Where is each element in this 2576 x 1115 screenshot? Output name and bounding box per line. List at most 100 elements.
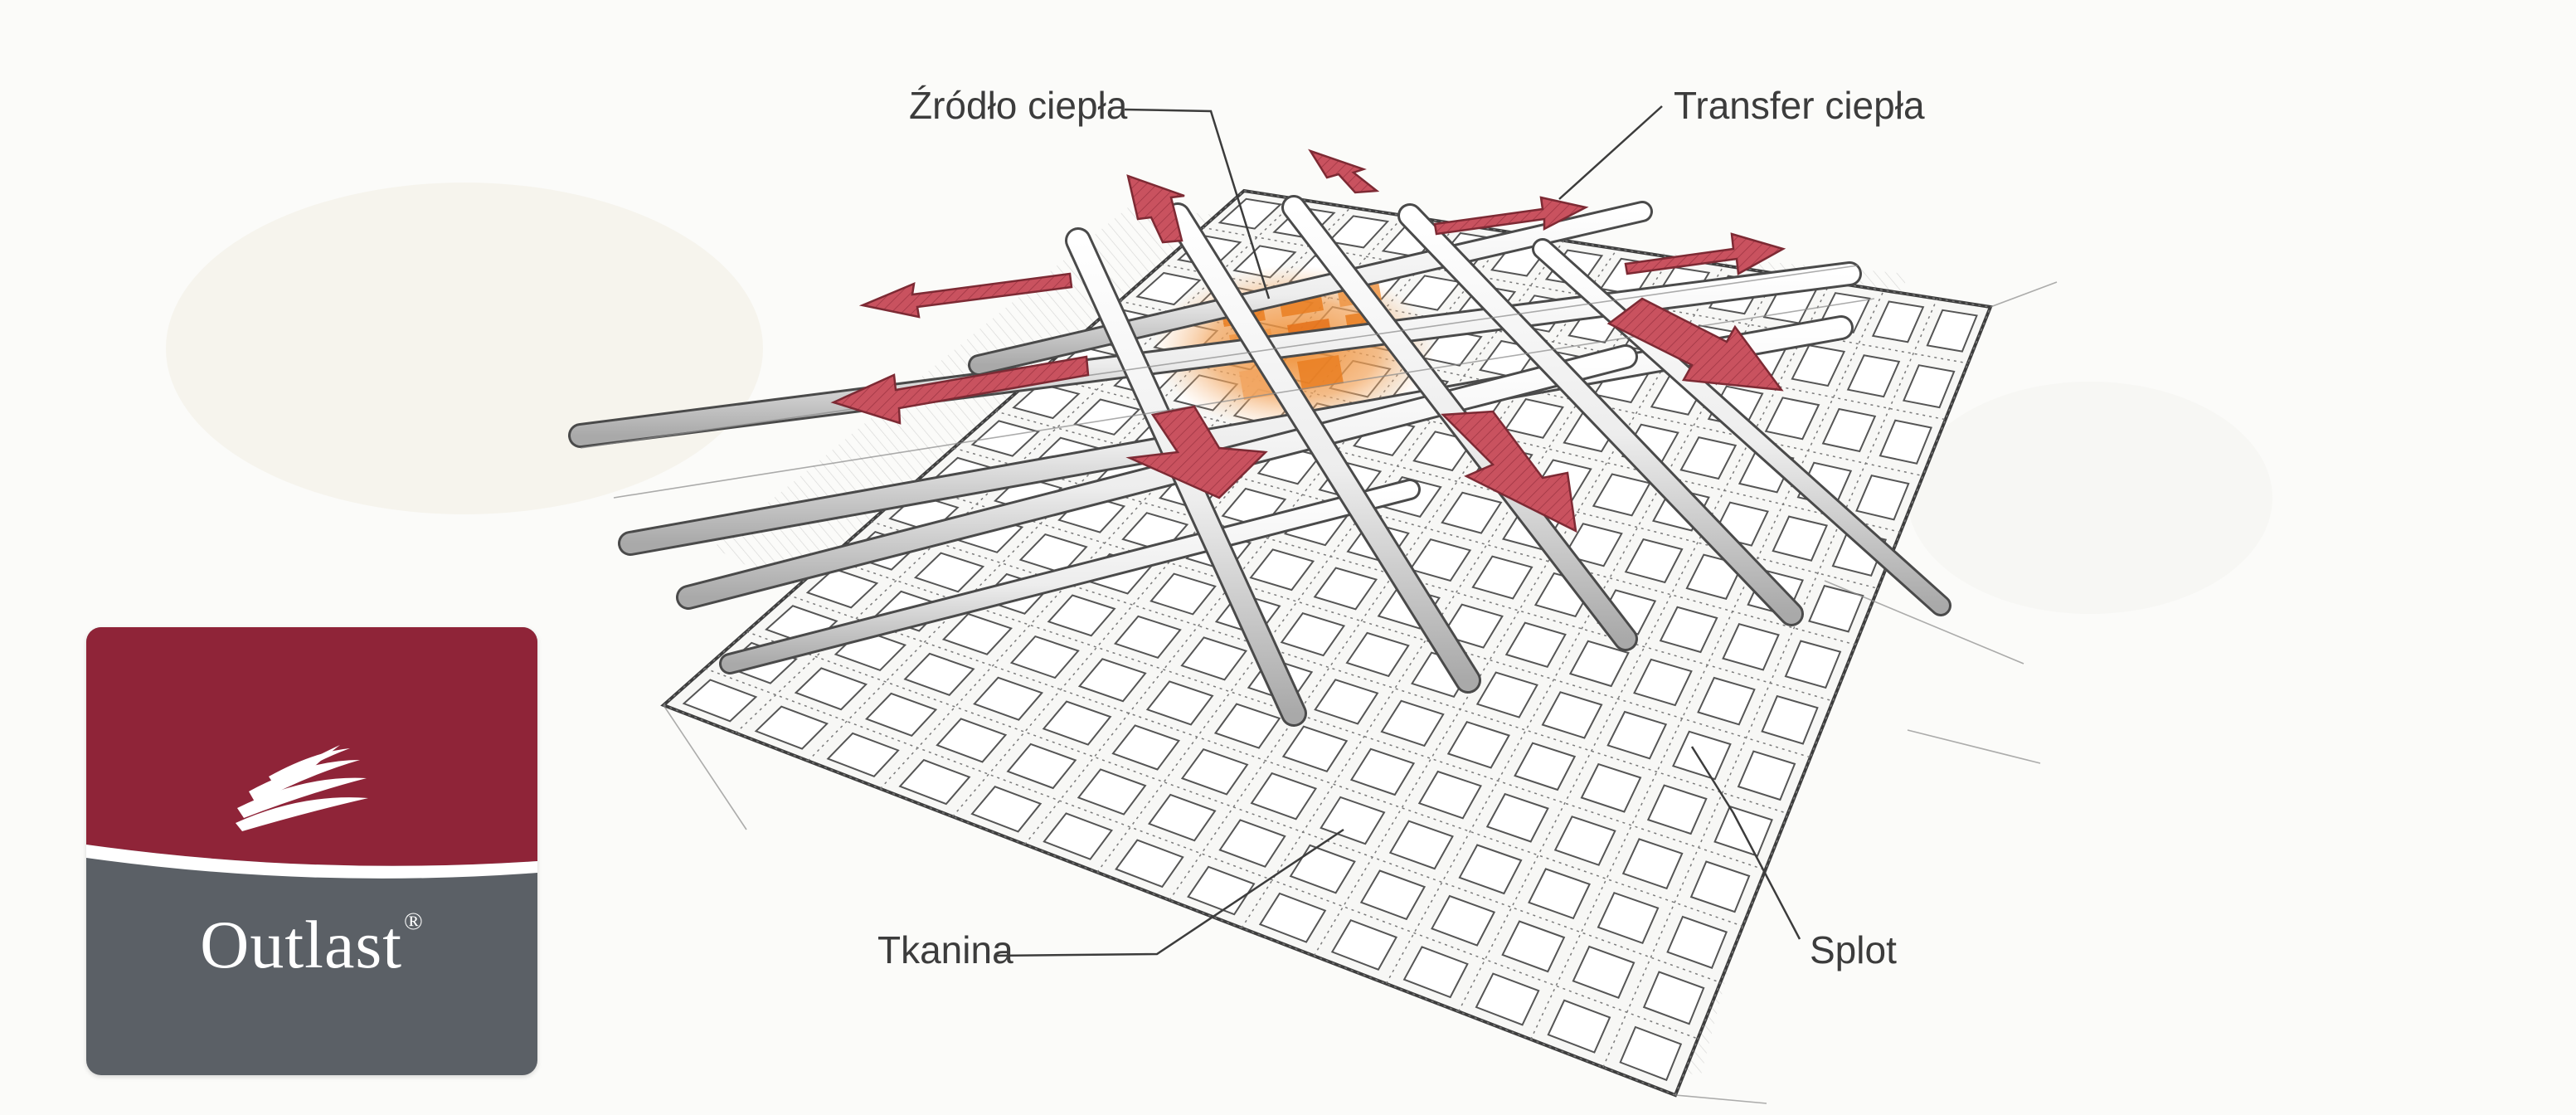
weave-cell — [1135, 271, 1202, 306]
weave-cell — [1791, 344, 1846, 387]
weave-cell — [1441, 491, 1503, 534]
weave-cell — [1580, 762, 1642, 813]
weave-cell — [1180, 636, 1248, 681]
weave-cell — [1250, 772, 1318, 820]
weave-cell — [805, 567, 879, 609]
weave-cell — [1808, 584, 1864, 633]
swoosh-icon — [236, 745, 368, 831]
weave-cell — [1180, 748, 1249, 796]
arrow-down-left — [1125, 405, 1268, 499]
weave-thread — [870, 520, 1788, 815]
weave-cell — [1330, 918, 1398, 971]
weave-cell — [1408, 538, 1472, 582]
weave-cell — [1646, 784, 1708, 835]
weave-cell — [1115, 839, 1184, 889]
weave-cell — [1349, 747, 1416, 796]
weave-cell — [1504, 621, 1567, 668]
weave-cell — [1772, 515, 1828, 562]
weave-cell — [1149, 572, 1217, 616]
weave-cell — [1314, 679, 1379, 725]
weave-cell — [1737, 750, 1796, 801]
weave-thread — [1313, 265, 1725, 957]
weave-cell — [1633, 658, 1693, 707]
arrow-right-mid — [1624, 232, 1786, 276]
weave-cell — [1485, 792, 1549, 843]
fabric-label: Tkanina — [877, 928, 1013, 971]
weave-cell — [1553, 816, 1616, 866]
weave-cell — [1113, 615, 1182, 659]
weave-cell — [865, 692, 938, 737]
arrow-left-upper — [858, 272, 1073, 319]
leader-weave — [1690, 746, 1801, 940]
weave-cell — [1624, 538, 1684, 584]
weave-cell — [1077, 768, 1147, 816]
weave-cell — [1446, 721, 1510, 769]
weave-label: Splot — [1810, 928, 1897, 971]
weave-cell — [682, 679, 758, 723]
weave-cell — [1009, 635, 1080, 679]
weave-cell — [1659, 606, 1718, 654]
weave-cell — [826, 732, 900, 777]
weave-cell — [1422, 329, 1483, 367]
weave-thread — [1674, 306, 1991, 1096]
weave-thread — [663, 704, 1676, 1096]
weave-cell — [903, 652, 975, 696]
weave-cell — [1501, 920, 1566, 973]
weave-cell — [1345, 631, 1410, 678]
weave-cell — [1871, 300, 1925, 343]
weave-cell — [1572, 945, 1636, 999]
callout-leaders — [994, 105, 1801, 957]
logo-background — [86, 627, 537, 879]
weave-cell — [1441, 603, 1504, 649]
weave-thread — [787, 594, 1743, 928]
weave-cell — [913, 552, 985, 593]
background-stain — [1908, 382, 2272, 614]
weave-cell — [1821, 407, 1877, 453]
logo-wordmark: Outlast® — [86, 906, 537, 984]
arrow-right-upper — [1433, 196, 1589, 236]
weave-cell — [936, 718, 1008, 763]
arrow-up-center — [1308, 149, 1380, 194]
weave-cell — [1012, 382, 1081, 420]
weave-cell — [1679, 436, 1738, 480]
weave-cell — [1475, 972, 1540, 1026]
weave-cell — [1218, 819, 1286, 868]
weave-cell — [1258, 892, 1327, 943]
weave-cell — [1280, 612, 1346, 657]
weave-thread — [1602, 298, 1938, 1068]
weave-cell — [1458, 844, 1523, 895]
weave-cell — [1547, 999, 1611, 1054]
weave-cell — [1642, 971, 1705, 1025]
weave-cell — [1621, 838, 1684, 890]
background-stain — [166, 183, 763, 514]
weave-cell — [1606, 710, 1668, 760]
arrow-left-lower — [830, 355, 1090, 425]
weave-cell — [1047, 594, 1116, 637]
weave-cell — [1563, 523, 1623, 567]
weave-cell — [1359, 869, 1427, 921]
weave-cell — [1388, 820, 1454, 870]
weave-cell — [1902, 364, 1956, 409]
weave-cell — [1417, 770, 1482, 820]
heat-transfer-arrows — [830, 149, 1786, 533]
heat-transfer-label: Transfer ciepła — [1674, 84, 1925, 127]
weave-cell — [1077, 658, 1147, 703]
weave-cell — [1761, 694, 1819, 745]
weave-cell — [1697, 676, 1756, 726]
weave-cell — [1475, 671, 1538, 718]
weave-cell — [1597, 891, 1660, 945]
weave-cell — [1431, 894, 1496, 947]
weave-cell — [970, 420, 1040, 457]
weave-thread — [994, 410, 1856, 645]
weave-cell — [1402, 946, 1469, 999]
weave-cell — [1879, 419, 1932, 465]
weave-cell — [1042, 700, 1112, 746]
weave-cell — [1249, 548, 1315, 592]
logo-name: Outlast — [200, 907, 403, 982]
leader-heat-transfer — [1558, 105, 1663, 200]
arrow-down-right — [1606, 297, 1784, 392]
weave-thread — [1119, 300, 1923, 477]
weave-cell — [1281, 725, 1349, 772]
weave-cell — [754, 705, 829, 750]
